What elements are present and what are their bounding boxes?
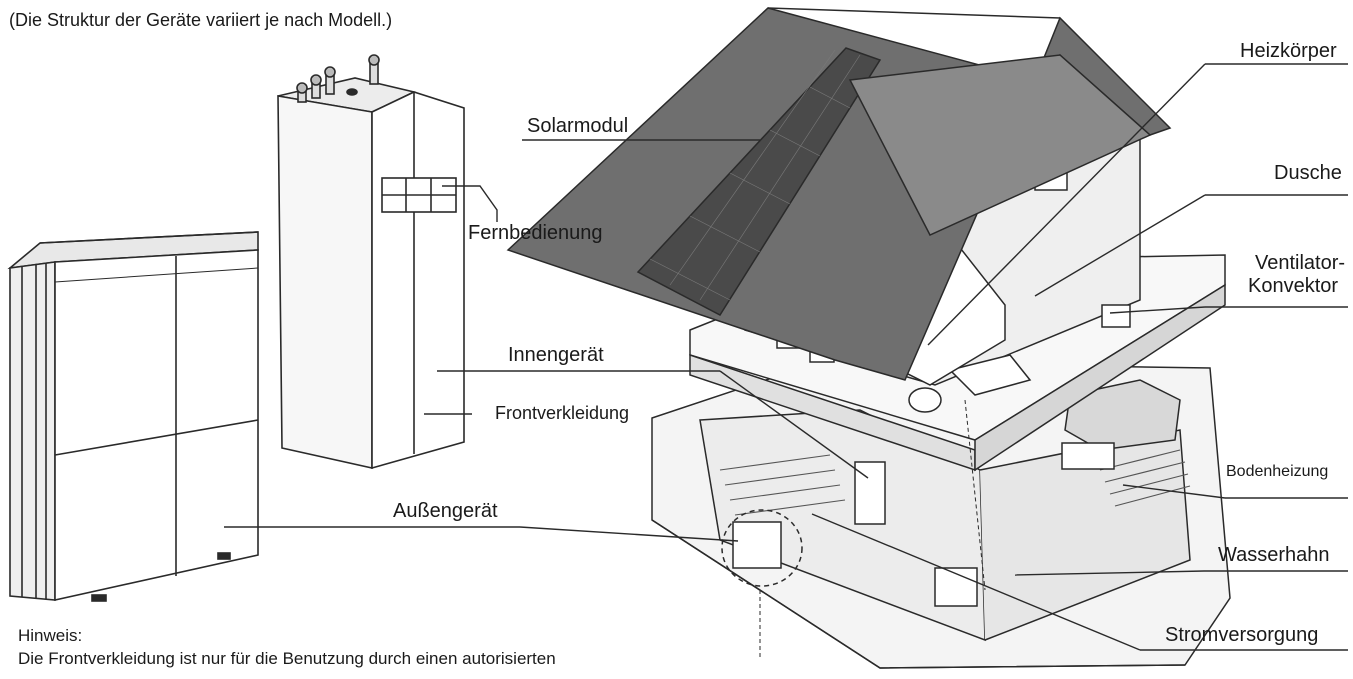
note-text: Die Frontverkleidung ist nur für die Ben… <box>18 649 556 668</box>
label-innengeraet: Innengerät <box>508 344 604 366</box>
house-drawing <box>506 7 1231 669</box>
outdoor-unit-drawing <box>7 231 259 602</box>
label-stromversorgung: Stromversorgung <box>1165 624 1319 646</box>
label-ventilator-konvektor-line2: Konvektor <box>1248 275 1339 297</box>
leader-lines <box>224 63 1348 651</box>
label-ventilator-konvektor-line1: Ventilator- <box>1255 252 1346 274</box>
label-dusche: Dusche <box>1274 162 1342 184</box>
note-heading: Hinweis: <box>18 626 83 645</box>
model-caption: (Die Struktur der Geräte variiert je nac… <box>9 10 393 30</box>
label-fernbedienung: Fernbedienung <box>468 222 603 244</box>
label-frontverkleidung: Frontverkleidung <box>495 403 630 423</box>
label-heizkoerper: Heizkörper <box>1240 40 1337 62</box>
indoor-unit-drawing <box>277 54 465 470</box>
label-aussengeraet: Außengerät <box>393 500 498 522</box>
label-bodenheizung: Bodenheizung <box>1226 463 1329 480</box>
label-wasserhahn: Wasserhahn <box>1218 544 1330 566</box>
label-solarmodul: Solarmodul <box>527 115 629 137</box>
